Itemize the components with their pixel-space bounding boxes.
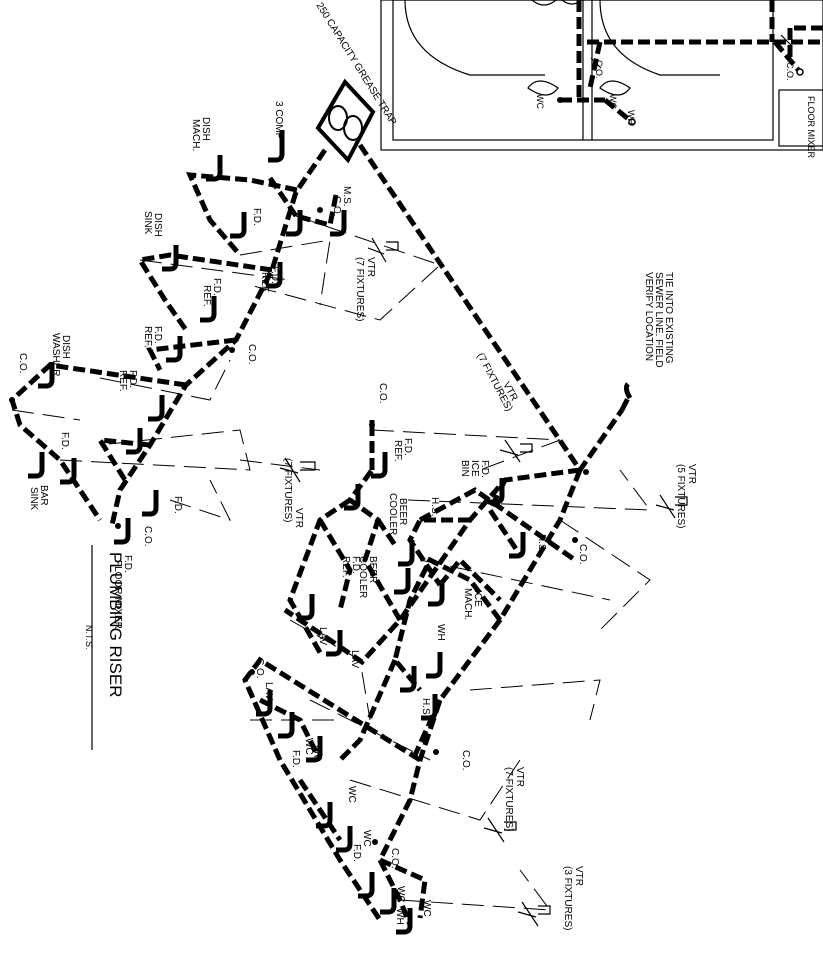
label-hs-2: H.S. <box>536 534 547 553</box>
label-ice-mach-2: MACH. <box>462 588 473 620</box>
label-hs-1: H.S. <box>429 497 440 516</box>
label-co-kitchen-4: C.O. <box>142 526 153 547</box>
label-dish-sink-1: DISH <box>152 213 163 237</box>
diagram-title: PLUMBING RISER <box>106 552 125 697</box>
label-ice-mach-1: ICE <box>472 590 483 607</box>
label-fd-ref-d2: REF. <box>117 370 128 392</box>
label-dish-washer-1: DISH <box>60 335 71 359</box>
scale-note: N.T.S. <box>84 625 94 650</box>
label-beer-cooler-b2: COOLER <box>357 556 368 598</box>
label-fd-rest-1: F.D. <box>290 750 301 768</box>
vtr-3-count: (5 FIXTURES) <box>675 464 686 528</box>
label-beer-cooler-a1: BEER <box>397 498 408 525</box>
label-wc-6: WC <box>421 900 432 917</box>
plan-wh-label: WH <box>626 110 636 125</box>
floor-plan-fragment: C.O. C.O. WC WC WH FLOOR MIXER <box>380 0 823 159</box>
label-floor-mixer-2: FLOOR MIXER <box>112 560 123 629</box>
label-dish-washer-2: WASHER <box>50 333 61 377</box>
vtr-6-label: VTR <box>573 866 584 886</box>
plan-floor-mixer-label: FLOOR MIXER <box>806 96 816 159</box>
label-ice-bin-2: ICE <box>469 460 480 477</box>
label-lav-1: LAV <box>317 627 328 645</box>
plan-co-label-2: C.O. <box>785 62 795 81</box>
label-dish-mach-2: MACH. <box>190 119 201 151</box>
vtr-4-label: VTR <box>293 508 304 528</box>
label-lav-3: LAV <box>263 682 274 700</box>
tie-in-1: TIE INTO EXISTING <box>663 272 674 364</box>
label-fd-ref-f2: REF. <box>340 556 351 578</box>
label-fd-ref-b2: REF. <box>201 285 212 307</box>
labels: 3 COMP DISH MACH. M.S. C.O. F.D. DISH SI… <box>17 101 697 930</box>
plan-wc-label-2: WC <box>608 94 618 109</box>
label-fd-3: F.D. <box>172 496 183 514</box>
plan-wc-label-1: WC <box>535 94 545 109</box>
label-fd-2: F.D. <box>59 432 70 450</box>
cleanout-markers <box>9 207 589 845</box>
label-beer-cooler-b1: BEER <box>367 556 378 583</box>
label-dish-mach-1: DISH <box>200 117 211 141</box>
vtr-6-count: (3 FIXTURES) <box>562 866 573 930</box>
vtr-1-count: (7 FIXTURES) <box>354 257 365 321</box>
plan-co-label-1: C.O. <box>594 60 604 79</box>
label-wc-1: WC <box>311 745 322 762</box>
label-co-kitchen-1: C.O. <box>331 196 342 217</box>
vtr-symbols <box>279 237 688 927</box>
vent-piping <box>11 215 652 911</box>
vtr-5-count: (7 FIXTURES) <box>503 767 514 831</box>
fixture-traps <box>28 130 633 935</box>
label-co-rest-1: C.O. <box>254 658 265 679</box>
label-ice-bin-1: F.D. <box>479 460 490 478</box>
label-fd-ref-e1: F.D. <box>402 438 413 456</box>
label-fd-ref-c1: F.D. <box>152 326 163 344</box>
label-hs-3: H.S. <box>420 698 431 717</box>
label-co-bar-2: C.O. <box>577 544 588 565</box>
label-co-bar-3: C.O. <box>460 750 471 771</box>
drain-piping <box>9 143 631 926</box>
label-co-bar-1: C.O. <box>377 383 388 404</box>
label-dish-sink-2: SINK <box>142 211 153 235</box>
label-beer-cooler-a2: COOLER <box>387 493 398 535</box>
label-fd-1: F.D. <box>251 208 262 226</box>
label-fd-ref-d1: F.D. <box>127 370 138 388</box>
label-wc-3: WC <box>346 786 357 803</box>
label-wc-5: WC <box>395 886 406 903</box>
label-lav-2: LAV <box>349 650 360 668</box>
label-fd-ref-f1: F.D. <box>350 556 361 574</box>
vtr-4-count: (7 FIXTURES) <box>282 458 293 522</box>
vtr-5-label: VTR <box>514 767 525 787</box>
label-co-rest-2: C.O. <box>389 848 400 869</box>
label-wc-2: WC <box>303 738 314 755</box>
vtr-1-label: VTR <box>365 257 376 277</box>
label-fd-rest-2: F.D. <box>351 844 362 862</box>
tie-in-2: SEWER LINE. FIELD <box>653 272 664 368</box>
label-bar-sink-2: SINK <box>28 487 39 511</box>
label-fd-ref-a2: REF. <box>259 272 270 294</box>
label-ice-bin-3: BIN <box>459 460 470 477</box>
label-wh-2: WH <box>394 908 405 925</box>
label-wc-4: WC <box>361 830 372 847</box>
grease-trap: 250 CAPACITY GREASE TRAP <box>313 1 398 164</box>
label-fd-ref-e2: REF. <box>392 440 403 462</box>
label-co-kitchen-2: C.O. <box>246 344 257 365</box>
tie-in-3: VERIFY LOCATION <box>643 272 654 361</box>
label-bar-sink-1: BAR <box>38 485 49 506</box>
label-fd-ref-b1: F.D. <box>211 278 222 296</box>
label-co-kitchen-3: C.O. <box>17 353 28 374</box>
label-floor-mixer-1: F.D. <box>122 555 133 573</box>
vtr-3-label: VTR <box>686 464 697 484</box>
label-fd-ref-a1: F.D. <box>269 266 280 284</box>
label-wh-1: WH <box>435 624 446 641</box>
label-fd-ref-c2: REF. <box>142 326 153 348</box>
label-ms: M.S. <box>341 186 352 207</box>
label-3-comp: 3 COMP <box>273 101 284 140</box>
